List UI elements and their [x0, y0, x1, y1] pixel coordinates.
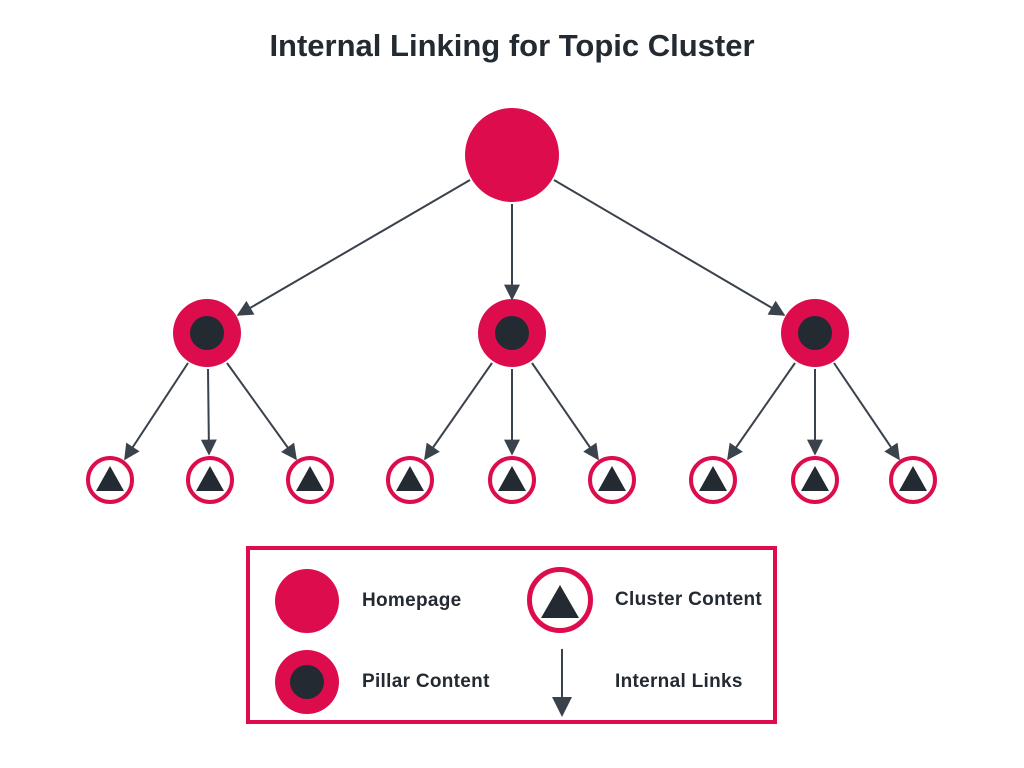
- cluster-node: [286, 456, 334, 504]
- triangle-icon: [899, 466, 927, 491]
- cluster-node: [889, 456, 937, 504]
- internal-links-arrow-icon: [552, 649, 572, 717]
- link-arrow-home-pillar3: [553, 179, 786, 316]
- cluster-node: [588, 456, 636, 504]
- cluster-node: [86, 456, 134, 504]
- link-arrow-pillar1-cluster1: [124, 362, 189, 461]
- cluster-node: [689, 456, 737, 504]
- link-arrow-home-pillar1: [236, 179, 471, 316]
- triangle-icon: [498, 466, 526, 491]
- cluster-node: [186, 456, 234, 504]
- link-arrow-pillar1-cluster2: [200, 368, 217, 456]
- triangle-icon: [396, 466, 424, 491]
- triangle-icon: [541, 585, 579, 618]
- legend-label-pillar-content: Pillar Content: [362, 671, 490, 692]
- link-arrow-pillar2-cluster6: [531, 362, 599, 461]
- link-arrow-pillar3-cluster9: [833, 362, 900, 461]
- homepage-circle-icon: [275, 569, 339, 633]
- triangle-icon: [196, 466, 224, 491]
- pillar-inner-circle: [798, 316, 832, 350]
- cluster-node: [488, 456, 536, 504]
- pillar-inner-dot: [290, 665, 324, 699]
- pillar-inner-circle: [190, 316, 224, 350]
- legend-label-internal-links: Internal Links: [615, 671, 743, 692]
- triangle-icon: [96, 466, 124, 491]
- legend-label-cluster-content: Cluster Content: [615, 589, 762, 610]
- link-arrow-pillar2-cluster4: [424, 362, 493, 461]
- pillar-node: [173, 299, 241, 367]
- pillar-node: [781, 299, 849, 367]
- pillar-content-circle-icon: [275, 650, 339, 714]
- triangle-icon: [699, 466, 727, 491]
- link-arrow-pillar3-cluster7: [727, 362, 796, 461]
- legend-label-homepage: Homepage: [362, 590, 462, 611]
- pillar-node: [478, 299, 546, 367]
- homepage-node: [465, 108, 559, 202]
- cluster-node: [386, 456, 434, 504]
- link-arrow-pillar1-cluster3: [226, 362, 297, 461]
- triangle-icon: [296, 466, 324, 491]
- internal-link-arrows: [124, 179, 900, 461]
- cluster-content-circle-icon: [527, 567, 593, 633]
- legend: Homepage Pillar Content Cluster Content …: [246, 546, 777, 724]
- cluster-node: [791, 456, 839, 504]
- pillar-inner-circle: [495, 316, 529, 350]
- triangle-icon: [801, 466, 829, 491]
- page-title: Internal Linking for Topic Cluster: [269, 28, 755, 63]
- triangle-icon: [598, 466, 626, 491]
